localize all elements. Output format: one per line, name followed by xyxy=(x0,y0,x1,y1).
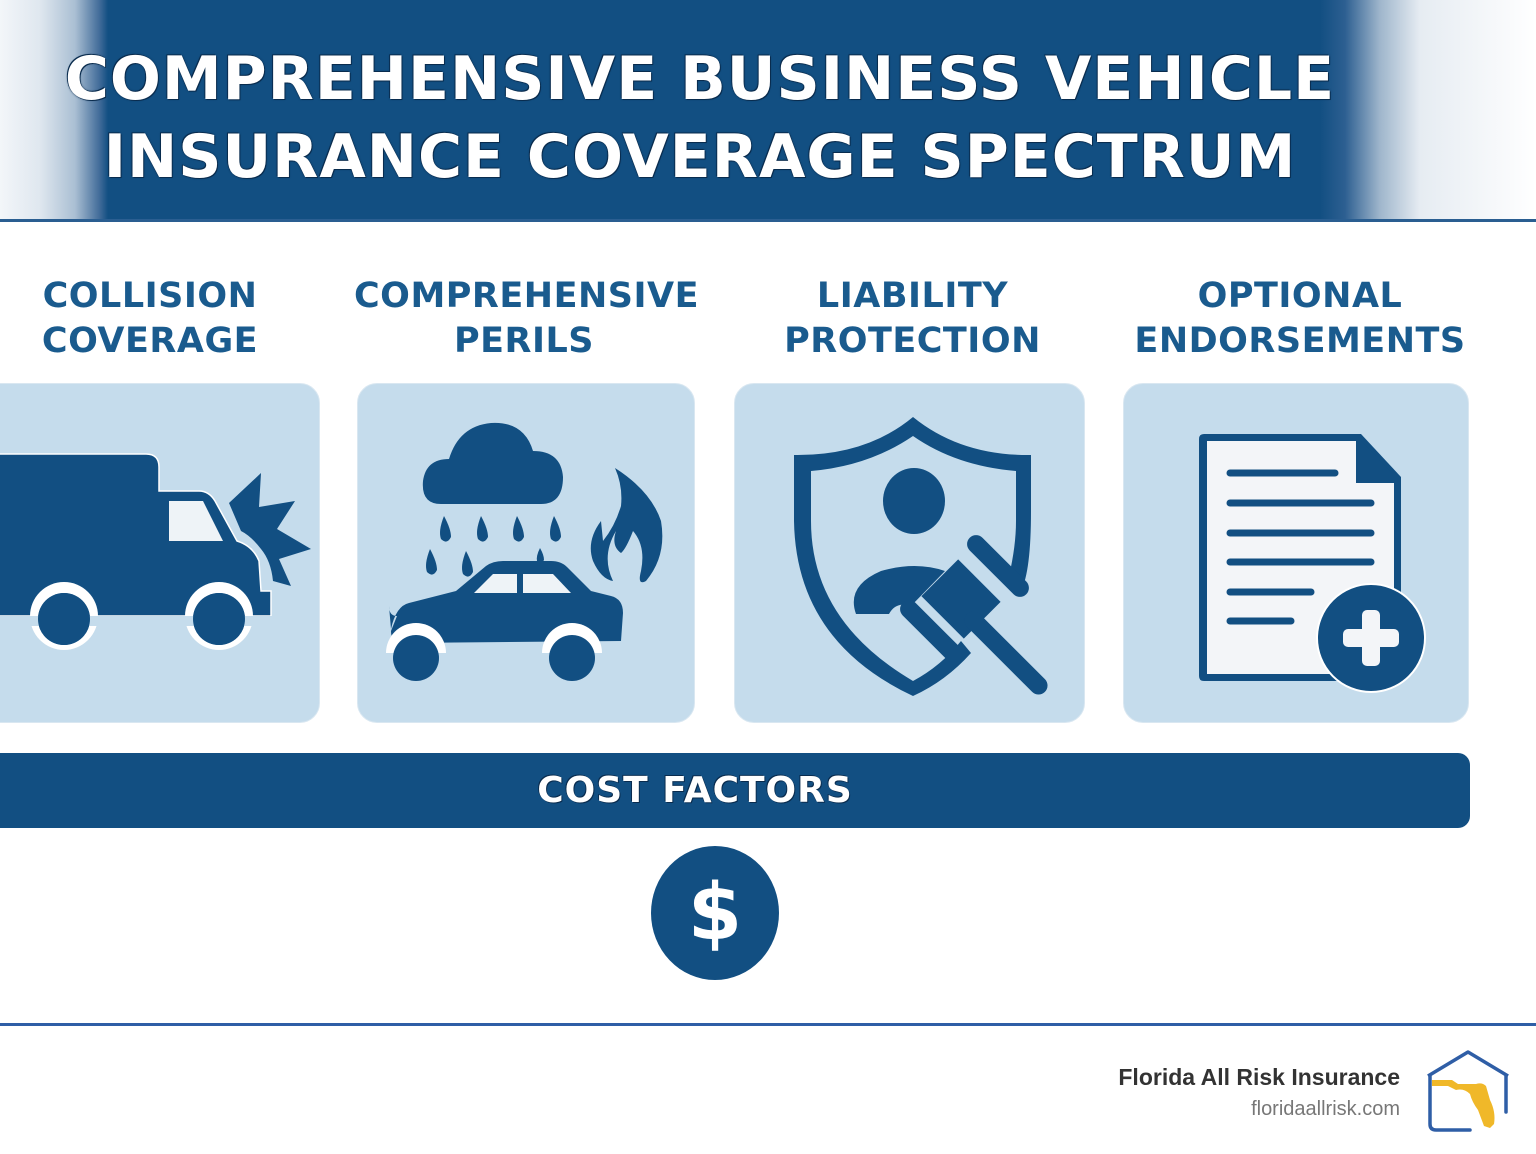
car-storm-fire-icon xyxy=(381,422,663,693)
cost-factors-bar: COST FACTORS xyxy=(0,753,1470,828)
label-collision-coverage: COLLISION COVERAGE xyxy=(0,274,300,364)
shield-person-gavel-icon xyxy=(794,417,1048,696)
card-collision-coverage xyxy=(0,383,320,723)
label-line: COLLISION xyxy=(42,276,258,316)
truck-collision-icon xyxy=(0,453,311,650)
document-plus-icon xyxy=(1199,434,1426,693)
card-optional-endorsements xyxy=(1123,383,1469,723)
label-line: PERILS xyxy=(453,321,595,361)
title-line-2: INSURANCE COVERAGE SPECTRUM xyxy=(103,122,1297,192)
dollar-icon: $ xyxy=(651,846,779,980)
brand-url[interactable]: floridaallrisk.com xyxy=(1251,1098,1400,1120)
label-line: COVERAGE xyxy=(41,321,259,361)
house-florida-logo-icon xyxy=(1427,1050,1509,1132)
footer-divider xyxy=(0,1023,1536,1026)
label-comprehensive-perils: COMPREHENSIVE PERILS xyxy=(354,274,699,364)
header-banner: COMPREHENSIVE BUSINESS VEHICLE INSURANCE… xyxy=(0,0,1536,222)
label-optional-endorsements: OPTIONAL ENDORSEMENTS xyxy=(1125,274,1475,364)
label-line: OPTIONAL xyxy=(1197,276,1403,316)
cost-factors-label: COST FACTORS xyxy=(537,770,853,811)
brand-name: Florida All Risk Insurance xyxy=(1118,1064,1400,1090)
label-line: COMPREHENSIVE xyxy=(354,276,699,316)
label-line: PROTECTION xyxy=(784,321,1041,361)
label-liability-protection: LIABILITY PROTECTION xyxy=(740,274,1085,364)
dollar-glyph: $ xyxy=(687,868,743,958)
label-line: ENDORSEMENTS xyxy=(1134,321,1466,361)
page-title: COMPREHENSIVE BUSINESS VEHICLE INSURANCE… xyxy=(0,40,1400,196)
card-liability-protection xyxy=(734,383,1085,723)
title-line-1: COMPREHENSIVE BUSINESS VEHICLE xyxy=(64,44,1336,114)
label-line: LIABILITY xyxy=(816,276,1009,316)
card-comprehensive-perils xyxy=(357,383,695,723)
